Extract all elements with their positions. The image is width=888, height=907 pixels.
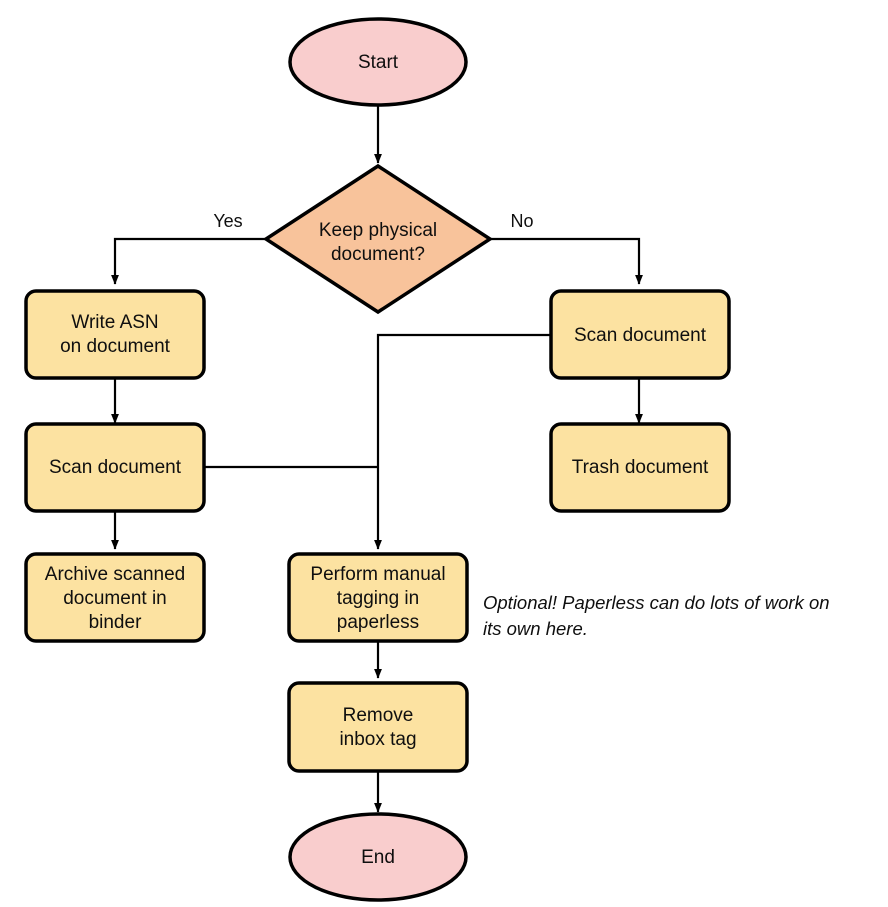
edge-label-yes: Yes <box>213 211 242 231</box>
annotation-line1: Optional! Paperless can do lots of work … <box>483 592 830 613</box>
decision-label-line2: document? <box>331 244 425 265</box>
annotation-line2: its own here. <box>483 618 588 639</box>
scan-right-rect-shape <box>549 289 731 380</box>
node-start[interactable]: Start <box>288 17 468 107</box>
start-ellipse-shape <box>288 17 468 107</box>
tagging-rect-shape <box>287 552 469 643</box>
scan-right-label: Scan document <box>574 325 707 346</box>
archive-label-line3: binder <box>89 612 142 633</box>
edge-decision-yes-to-write-asn <box>111 237 266 285</box>
edge-label-no: No <box>510 211 533 231</box>
node-perform-manual-tagging[interactable]: Perform manual tagging in paperless <box>287 552 469 643</box>
node-scan-document-left[interactable]: Scan document <box>24 422 206 513</box>
tagging-label-line2: tagging in <box>337 588 419 609</box>
archive-rect-shape <box>24 552 206 643</box>
remove-inbox-label-line1: Remove <box>343 705 414 726</box>
decision-label-line1: Keep physical <box>319 220 437 241</box>
write-asn-label-line2: on document <box>60 336 171 357</box>
edge-decision-no-to-scan-right <box>490 237 643 285</box>
write-asn-label-line1: Write ASN <box>71 312 158 333</box>
remove-inbox-rect-shape <box>287 681 469 773</box>
trash-label: Trash document <box>572 457 709 478</box>
remove-inbox-label-line2: inbox tag <box>339 729 416 750</box>
edge-layer <box>111 100 643 813</box>
archive-label-line1: Archive scanned <box>45 564 185 585</box>
archive-label-line2: document in <box>63 588 167 609</box>
tagging-label-line1: Perform manual <box>310 564 445 585</box>
node-trash-document[interactable]: Trash document <box>549 422 731 513</box>
start-label: Start <box>358 52 399 73</box>
node-end[interactable]: End <box>288 812 468 902</box>
node-scan-document-right[interactable]: Scan document <box>549 289 731 380</box>
node-decision-keep-physical-document[interactable]: Keep physical document? <box>262 163 494 315</box>
annotation-optional-note: Optional! Paperless can do lots of work … <box>483 592 830 639</box>
tagging-label-line3: paperless <box>337 612 419 633</box>
decision-diamond-shape <box>262 163 494 315</box>
scan-left-label: Scan document <box>49 457 182 478</box>
node-write-asn[interactable]: Write ASN on document <box>24 289 206 380</box>
edge-scan-right-to-tagging <box>374 333 551 550</box>
end-label: End <box>361 847 395 868</box>
scan-left-rect-shape <box>24 422 206 513</box>
end-ellipse-shape <box>288 812 468 902</box>
write-asn-rect-shape <box>24 289 206 380</box>
node-archive-scanned-document[interactable]: Archive scanned document in binder <box>24 552 206 643</box>
node-remove-inbox-tag[interactable]: Remove inbox tag <box>287 681 469 773</box>
trash-rect-shape <box>549 422 731 513</box>
